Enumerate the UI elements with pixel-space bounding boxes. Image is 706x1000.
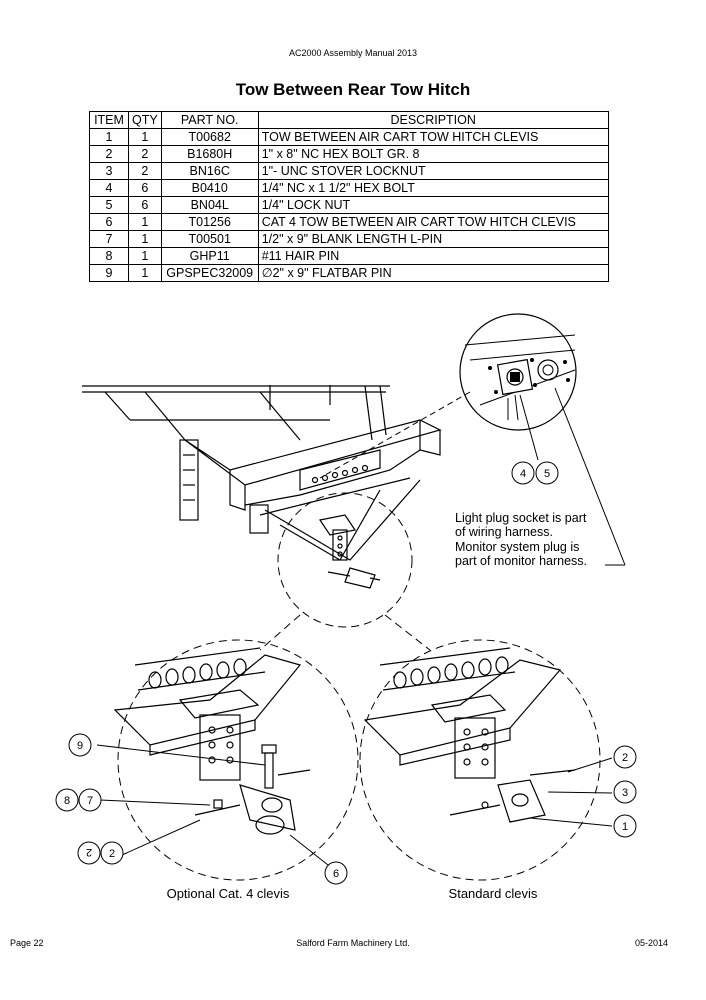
caption-standard-clevis: Standard clevis [449,886,538,901]
qty-cell: 1 [128,128,162,146]
part-cell: BN16C [160,162,259,180]
svg-text:3: 3 [622,787,628,799]
parts-table: ITEM QTY PART NO. DESCRIPTION 1 1 T00682… [89,111,609,282]
item-cell: 9 [89,264,129,282]
callout-2-right: 2 [613,745,637,769]
svg-text:6: 6 [333,868,339,880]
item-cell: 7 [89,230,129,248]
callout-5: 5 [535,461,559,485]
callout-6: 6 [324,861,348,885]
qty-cell: 6 [128,196,162,214]
part-cell: T00682 [160,128,259,146]
revision-date: 05-2014 [634,938,668,948]
table-row: 2 2 B1680H 1" x 8" NC HEX BOLT GR. 8 [89,145,609,163]
table-row: 9 1 GPSPEC32009 ∅2" x 9" FLATBAR PIN [89,264,609,282]
item-cell: 1 [89,128,129,146]
svg-text:2: 2 [109,848,115,860]
table-row: 4 6 B0410 1/4" NC x 1 1/2" HEX BOLT [89,179,609,197]
svg-text:9: 9 [77,740,83,752]
callout-8: 8 [55,788,79,812]
qty-cell: 1 [128,247,162,265]
svg-text:2: 2 [86,846,92,858]
callout-9: 9 [68,733,92,757]
callout-3: 3 [613,780,637,804]
company-name: Salford Farm Machinery Ltd. [296,938,410,948]
description-cell: 1/4" NC x 1 1/2" HEX BOLT [257,179,609,197]
svg-text:4: 4 [520,468,526,480]
item-cell: 8 [89,247,129,265]
qty-cell: 1 [128,264,162,282]
page-title: Tow Between Rear Tow Hitch [235,80,471,99]
plug-detail-drawing [459,313,577,431]
svg-text:1: 1 [622,821,628,833]
description-cell: #11 HAIR PIN [257,247,609,265]
callout-2-left: 2 [100,841,124,865]
col-description-header: DESCRIPTION [257,111,609,129]
plug-note: Light plug socket is part of wiring harn… [455,511,590,568]
cat4-clevis-detail: 9 8 7 2 2 6 [55,639,359,885]
detail-circle-hitch [277,492,413,628]
qty-cell: 2 [128,145,162,163]
qty-cell: 1 [128,230,162,248]
description-cell: 1"- UNC STOVER LOCKNUT [257,162,609,180]
callout-1: 1 [613,814,637,838]
manual-header: AC2000 Assembly Manual 2013 [288,48,418,58]
item-cell: 3 [89,162,129,180]
svg-text:2: 2 [622,752,628,764]
col-qty-header: QTY [128,111,162,129]
item-cell: 5 [89,196,129,214]
standard-clevis-detail: 2 3 1 [359,639,637,881]
part-cell: T00501 [160,230,259,248]
svg-text:5: 5 [544,468,550,480]
description-cell: 1/2" x 9" BLANK LENGTH L-PIN [257,230,609,248]
svg-text:7: 7 [87,795,93,807]
callout-4: 4 [511,461,535,485]
cart-frame-drawing [82,385,442,589]
part-cell: B1680H [160,145,259,163]
table-row: 5 6 BN04L 1/4" LOCK NUT [89,196,609,214]
qty-cell: 6 [128,179,162,197]
qty-cell: 1 [128,213,162,231]
svg-text:8: 8 [64,795,70,807]
table-row: 8 1 GHP11 #11 HAIR PIN [89,247,609,265]
table-header-row: ITEM QTY PART NO. DESCRIPTION [89,111,609,129]
part-cell: B0410 [160,179,259,197]
caption-optional-clevis: Optional Cat. 4 clevis [167,886,290,901]
description-cell: TOW BETWEEN AIR CART TOW HITCH CLEVIS [257,128,609,146]
table-row: 1 1 T00682 TOW BETWEEN AIR CART TOW HITC… [89,128,609,146]
description-cell: 1" x 8" NC HEX BOLT GR. 8 [257,145,609,163]
part-cell: BN04L [160,196,259,214]
description-cell: ∅2" x 9" FLATBAR PIN [257,264,609,282]
description-cell: CAT 4 TOW BETWEEN AIR CART TOW HITCH CLE… [257,213,609,231]
callout-7: 7 [78,788,102,812]
item-cell: 4 [89,179,129,197]
page-number: Page 22 [10,938,44,948]
part-cell: T01256 [160,213,259,231]
part-cell: GPSPEC32009 [160,264,259,282]
table-row: 3 2 BN16C 1"- UNC STOVER LOCKNUT [89,162,609,180]
table-row: 6 1 T01256 CAT 4 TOW BETWEEN AIR CART TO… [89,213,609,231]
qty-cell: 2 [128,162,162,180]
col-part-header: PART NO. [160,111,259,129]
col-item-header: ITEM [89,111,129,129]
hitch-assembly-diagram: 4 5 Light plug socket is part of wiring … [55,313,637,901]
callout-2-small: 2 [77,841,101,865]
part-cell: GHP11 [160,247,259,265]
table-row: 7 1 T00501 1/2" x 9" BLANK LENGTH L-PIN [89,230,609,248]
description-cell: 1/4" LOCK NUT [257,196,609,214]
item-cell: 2 [89,145,129,163]
item-cell: 6 [89,213,129,231]
